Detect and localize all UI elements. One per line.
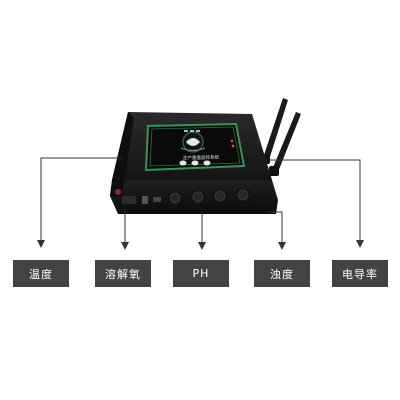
panel-button [191,160,199,166]
connector-lines [37,157,364,250]
label-turbidity: 浊度 [254,260,310,287]
panel-button [179,160,187,166]
panel-title: 生产墨墨监控系统 [182,155,220,162]
antenna-right [269,112,301,176]
status-led [231,144,235,148]
label-temperature: 温度 [13,260,69,287]
status-led [230,139,234,143]
sensor-connector [191,191,205,209]
label-ph: PH [173,260,229,287]
label-conductivity: 电导率 [332,260,388,287]
line-turbidity [267,211,286,250]
line-conductivity [270,159,364,248]
sensor-connector [236,189,250,207]
connector-ports [115,189,250,210]
line-temperature [37,157,122,248]
sensor-connector [213,190,227,208]
display-panel [144,122,246,172]
panel-button [203,160,211,166]
label-dissolved-oxygen: 溶解氧 [95,260,151,287]
sensor-connector [168,192,182,210]
